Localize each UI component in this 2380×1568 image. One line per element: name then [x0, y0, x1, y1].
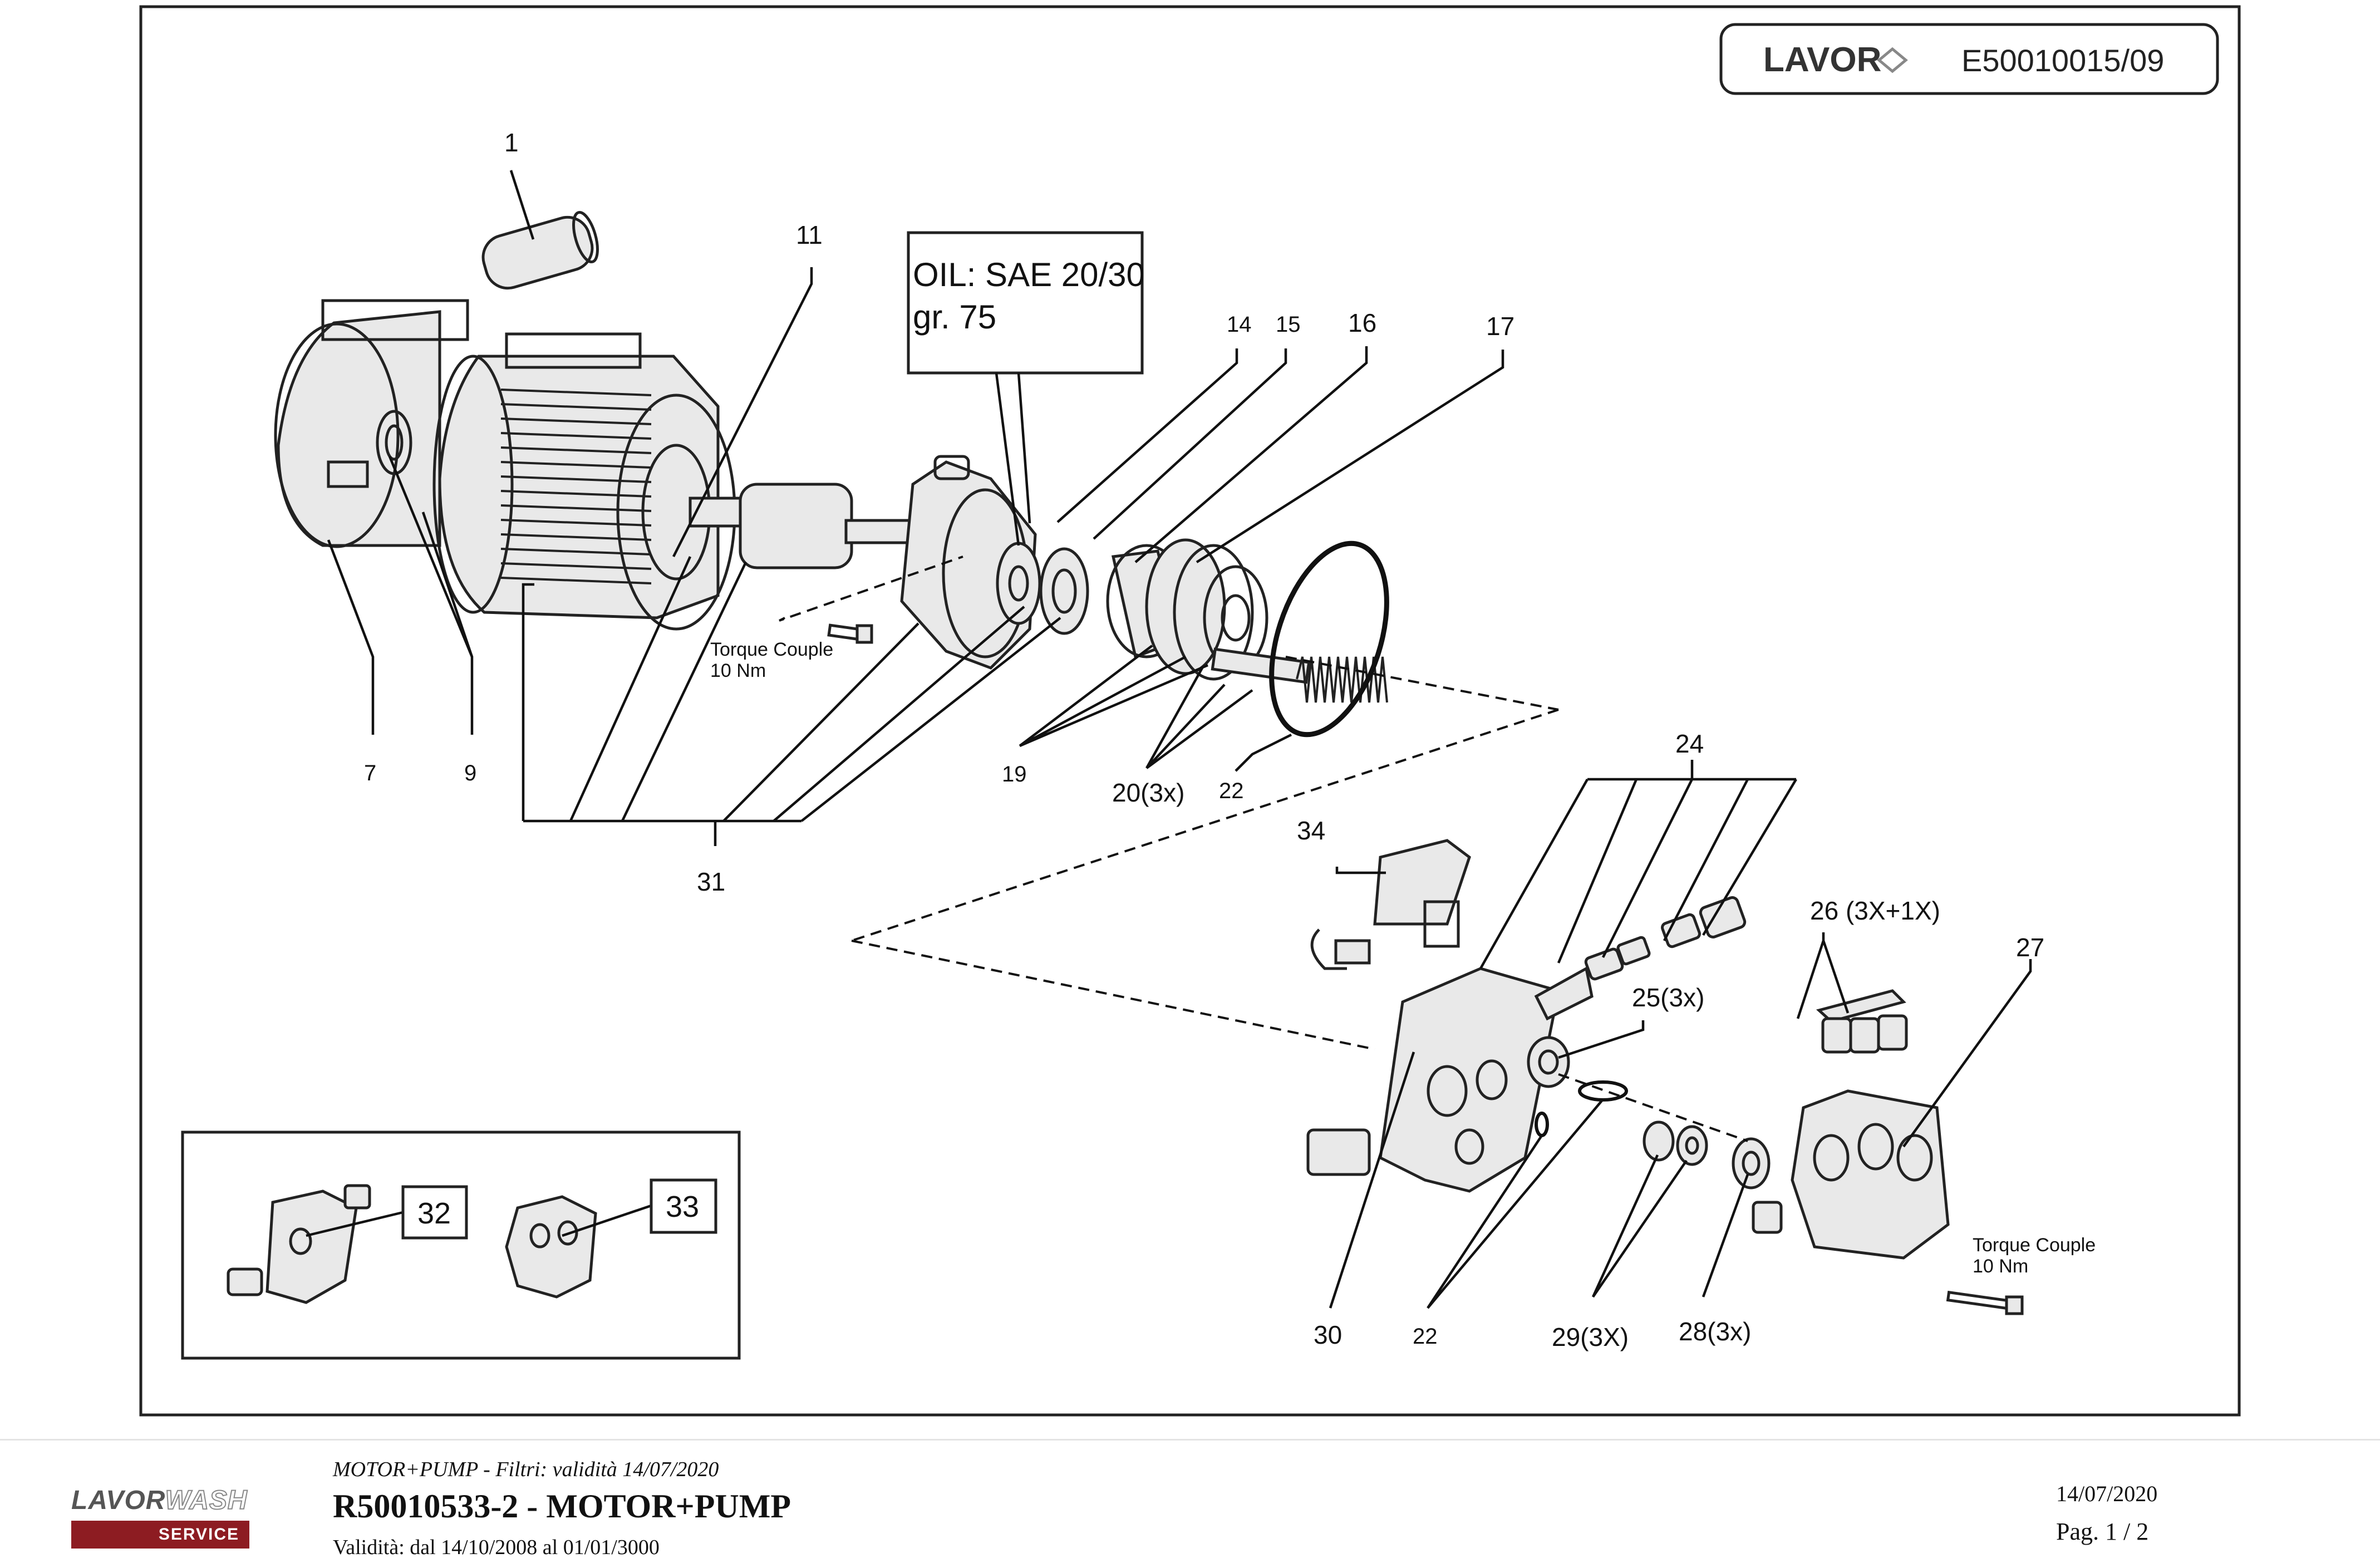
brand-diamond-icon: [1877, 47, 1908, 73]
inset-ref-33: 33: [666, 1190, 699, 1223]
part-pressure-switch: [1310, 839, 1471, 970]
oil-note: OIL: SAE 20/30 gr. 75: [907, 231, 1145, 546]
callout-9: 9: [464, 761, 476, 785]
title-block: LAVOR E50010015/09: [1719, 23, 2219, 95]
callout-20: 20(3x): [1112, 778, 1184, 807]
torque-note-manifold-line2: 10 Nm: [1973, 1256, 2028, 1277]
part-seal-25: [1527, 1036, 1570, 1088]
callout-27: 27: [2016, 933, 2044, 962]
leader-lines: [327, 170, 2032, 1309]
callout-25: 25(3x): [1632, 983, 1704, 1012]
footer-subtitle: MOTOR+PUMP - Filtri: validità 14/07/2020: [333, 1458, 719, 1481]
callout-19: 19: [1002, 762, 1027, 787]
drawing-frame: [139, 5, 2241, 1417]
callout-11: 11: [796, 220, 823, 249]
callout-1: 1: [504, 128, 519, 157]
callout-22b: 22: [1413, 1324, 1438, 1349]
callout-17: 17: [1486, 312, 1514, 341]
torque-note-motor-line1: Torque Couple: [710, 639, 833, 660]
torque-note-manifold-line1: Torque Couple: [1973, 1235, 2096, 1256]
part-seal-28: [1732, 1137, 1771, 1189]
callout-29: 29(3X): [1552, 1323, 1629, 1351]
brand-logo: LAVOR: [1763, 41, 1881, 79]
part-washers-29: [1643, 1120, 1708, 1166]
callout-7: 7: [364, 761, 376, 785]
footer-validity: Validità: dal 14/10/2008 al 01/01/3000: [333, 1536, 660, 1559]
inset-pump-assembly: [227, 1184, 371, 1304]
callout-30: 30: [1314, 1320, 1342, 1349]
callout-15: 15: [1276, 312, 1301, 337]
footer-title: R50010533-2 - MOTOR+PUMP: [333, 1488, 791, 1525]
part-bolt-manifold: [1946, 1290, 2024, 1315]
part-bearing-15: [1039, 547, 1089, 635]
part-bolt-motor: [827, 623, 873, 644]
assembly-dashed-lines: [779, 556, 1748, 1142]
part-motor-end-cover: [274, 299, 469, 548]
callout-31: 31: [697, 867, 725, 896]
callout-16: 16: [1348, 308, 1376, 337]
inset-ref-33-box: [650, 1178, 717, 1234]
footer-page-number: Pag. 1 / 2: [2056, 1518, 2149, 1545]
logo-service-bar: SERVICE: [71, 1521, 249, 1549]
part-pump-flange: [900, 455, 1037, 670]
lavorwash-service-logo: LAVORWASH SERVICE: [71, 1485, 249, 1553]
part-manifold-27: [1791, 1089, 1950, 1260]
callout-26: 26 (3X+1X): [1810, 896, 1940, 925]
oil-note-line2: gr. 75: [913, 298, 996, 336]
part-pump-head: [1306, 966, 1594, 1193]
part-seals: [376, 410, 412, 475]
part-bearing-14: [996, 542, 1041, 625]
torque-note-motor: Torque Couple 10 Nm: [710, 639, 833, 681]
part-check-valves-26: [1752, 989, 1908, 1234]
callout-labels: 1 11 14 15 16 17 7 9 19 20(3x) 22 31 24 …: [364, 128, 2044, 1351]
torque-note-manifold: Torque Couple 10 Nm: [1973, 1235, 2096, 1277]
torque-note-motor-line2: 10 Nm: [710, 660, 766, 681]
callout-34: 34: [1297, 816, 1325, 845]
callout-24: 24: [1675, 729, 1704, 758]
part-rotor-shaft: [689, 483, 914, 569]
part-motor-body: [432, 332, 736, 631]
part-oring-large: [1269, 540, 1389, 738]
oil-note-line1: OIL: SAE 20/30: [913, 256, 1145, 293]
callout-22a: 22: [1219, 779, 1244, 803]
part-oring-22: [1535, 1080, 1628, 1137]
inset-ref-32: 32: [417, 1197, 451, 1230]
inset-box: 32 33: [181, 1130, 741, 1360]
drawing-code: E50010015/09: [1961, 43, 2164, 78]
part-capacitor: [481, 211, 599, 290]
inset-manifold: [505, 1195, 597, 1299]
logo-wordmark: LAVORWASH: [71, 1485, 248, 1516]
callout-14: 14: [1227, 312, 1252, 337]
footer-separator: [0, 1439, 2380, 1441]
footer-date: 14/07/2020: [2056, 1481, 2158, 1506]
callout-28: 28(3x): [1679, 1317, 1751, 1346]
part-valve-24: [1584, 896, 1747, 981]
inset-ref-32-box: [401, 1185, 468, 1240]
